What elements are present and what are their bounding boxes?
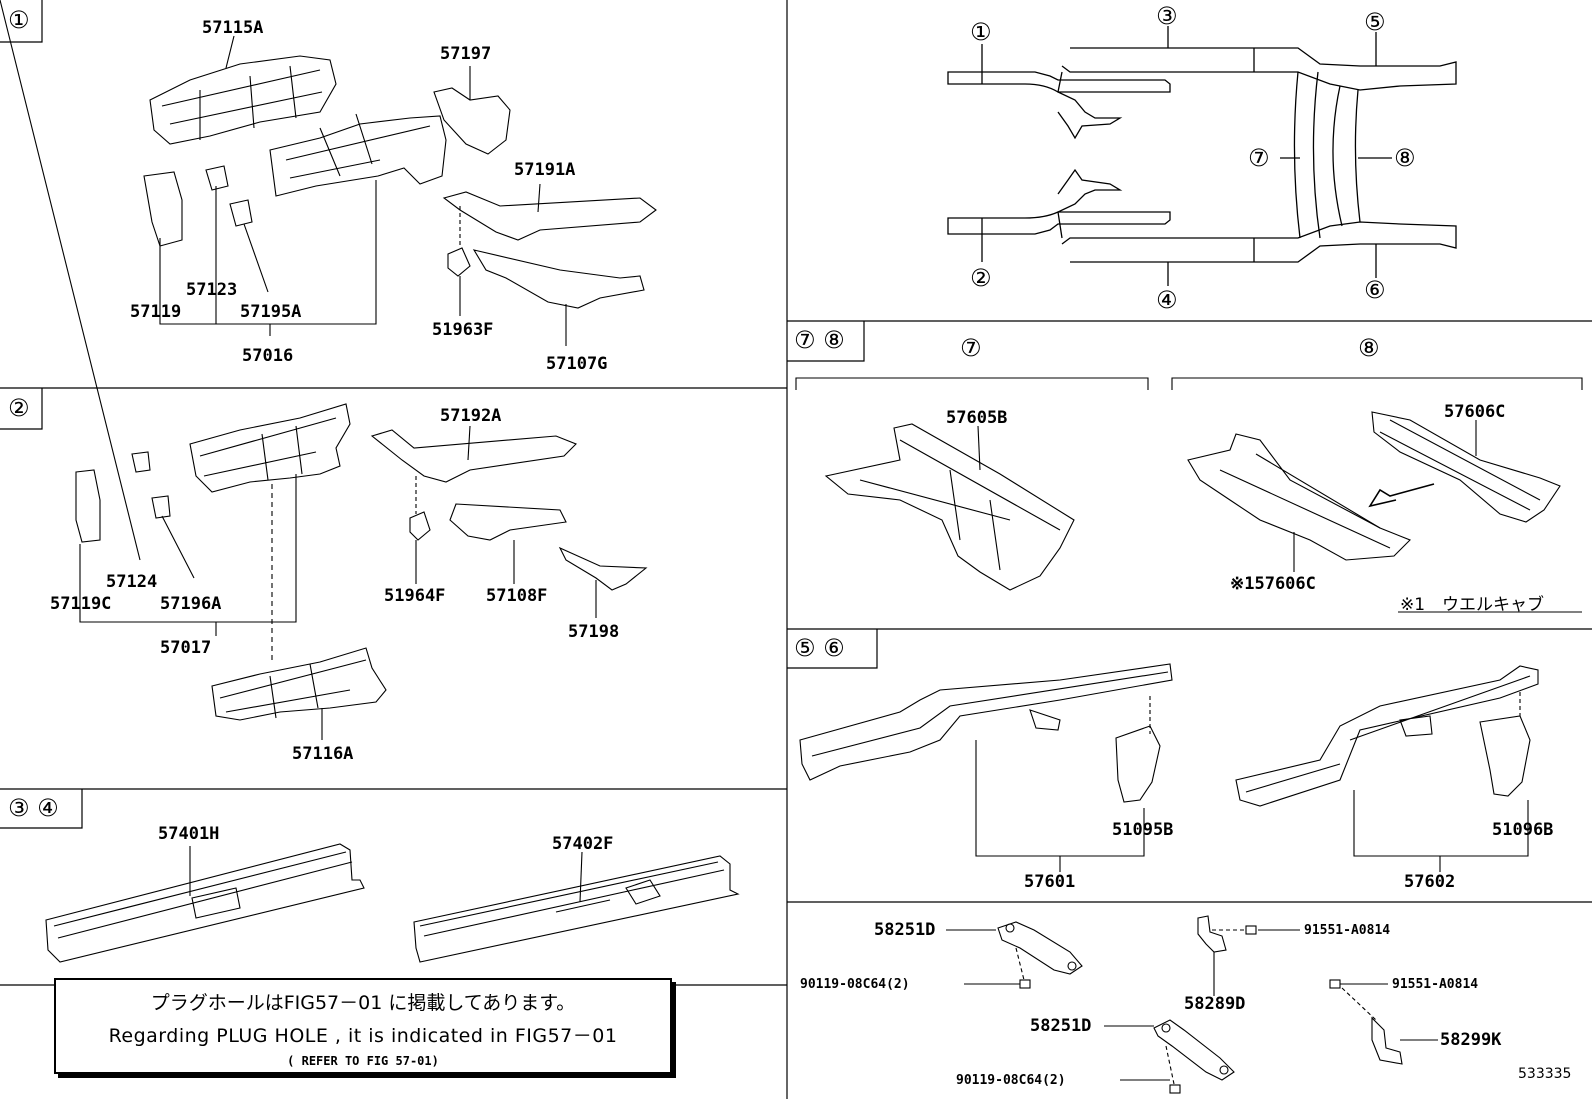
part-57191A[interactable]: 57191A [514, 160, 576, 180]
part-90119-08C64-lower[interactable]: 90119-08C64(2) [956, 1073, 1066, 1088]
panel2-leaders [0, 0, 597, 740]
part-57123[interactable]: 57123 [186, 280, 238, 300]
part-51963F[interactable]: 51963F [432, 320, 494, 340]
part-57115A[interactable]: 57115A [202, 18, 264, 38]
part-58251D-upper[interactable]: 58251D [874, 920, 936, 940]
panel34-drawings [45, 843, 740, 963]
plug-hole-note: プラグホールはFIG57－01 に掲載してあります。 Regarding PLU… [54, 978, 672, 1074]
panel1-leaders [159, 35, 567, 346]
panel56-drawings [799, 663, 1539, 807]
part-51096B[interactable]: 51096B [1492, 820, 1554, 840]
subheader-7: ⑦ [960, 334, 982, 362]
part-57402F[interactable]: 57402F [552, 834, 614, 854]
part-57401H[interactable]: 57401H [158, 824, 220, 844]
part-58251D-lower[interactable]: 58251D [1030, 1016, 1092, 1036]
overview-marker-5: ⑤ [1364, 8, 1386, 36]
overview-marker-8: ⑧ [1394, 144, 1416, 172]
part-57124[interactable]: 57124 [106, 572, 158, 592]
section-label-78: ⑦ ⑧ [794, 326, 845, 354]
part-57195A[interactable]: 57195A [240, 302, 302, 322]
section-label-56: ⑤ ⑥ [794, 634, 845, 662]
part-157606C[interactable]: ※157606C [1230, 574, 1316, 594]
note-line-english: Regarding PLUG HOLE , it is indicated in… [108, 1025, 618, 1047]
frame-overview [947, 26, 1457, 286]
part-58289D[interactable]: 58289D [1184, 994, 1246, 1014]
part-91551-A0814-lower[interactable]: 91551-A0814 [1392, 977, 1479, 992]
note-line-japanese: プラグホールはFIG57－01 に掲載してあります。 [150, 992, 576, 1014]
subheader-8: ⑧ [1358, 334, 1380, 362]
figure-id: 533335 [1518, 1066, 1572, 1082]
part-57119[interactable]: 57119 [130, 302, 182, 322]
part-57198[interactable]: 57198 [568, 622, 620, 642]
part-51964F[interactable]: 51964F [384, 586, 446, 606]
section-label-34: ③ ④ [8, 794, 59, 822]
part-57116A[interactable]: 57116A [292, 744, 354, 764]
part-57119C[interactable]: 57119C [50, 594, 112, 614]
part-57108F[interactable]: 57108F [486, 586, 548, 606]
part-51095B[interactable]: 51095B [1112, 820, 1174, 840]
part-57601[interactable]: 57601 [1024, 872, 1076, 892]
part-57197[interactable]: 57197 [440, 44, 492, 64]
part-57192A[interactable]: 57192A [440, 406, 502, 426]
part-57107G[interactable]: 57107G [546, 354, 608, 374]
part-57602[interactable]: 57602 [1404, 872, 1456, 892]
overview-marker-7: ⑦ [1248, 144, 1270, 172]
panel1-drawings [143, 55, 657, 309]
panel56-leaders [975, 692, 1529, 872]
part-57016[interactable]: 57016 [242, 346, 294, 366]
panel34-leaders [189, 846, 583, 903]
section-label-1: ① [8, 6, 30, 34]
panel2-drawings [75, 403, 648, 721]
part-57605B[interactable]: 57605B [946, 408, 1008, 428]
overview-marker-3: ③ [1156, 2, 1178, 30]
panel78-drawings [795, 377, 1583, 591]
hardware-leaders [946, 929, 1438, 1085]
panel78-leaders [977, 420, 1582, 613]
part-57196A[interactable]: 57196A [160, 594, 222, 614]
part-57017[interactable]: 57017 [160, 638, 212, 658]
overview-marker-4: ④ [1156, 286, 1178, 314]
overview-marker-2: ② [970, 264, 992, 292]
hardware-drawings [997, 915, 1403, 1094]
overview-marker-6: ⑥ [1364, 276, 1386, 304]
section-label-2: ② [8, 394, 30, 422]
part-90119-08C64-upper[interactable]: 90119-08C64(2) [800, 977, 910, 992]
part-91551-A0814-upper[interactable]: 91551-A0814 [1304, 923, 1391, 938]
section-boxes [0, 0, 878, 829]
footnote-welcab: ※1 ウエルキャブ [1400, 595, 1545, 615]
note-line-refer: ( REFER TO FIG 57-01) [287, 1054, 439, 1068]
overview-marker-1: ① [970, 18, 992, 46]
part-57606C[interactable]: 57606C [1444, 402, 1506, 422]
part-58299K[interactable]: 58299K [1440, 1030, 1502, 1050]
